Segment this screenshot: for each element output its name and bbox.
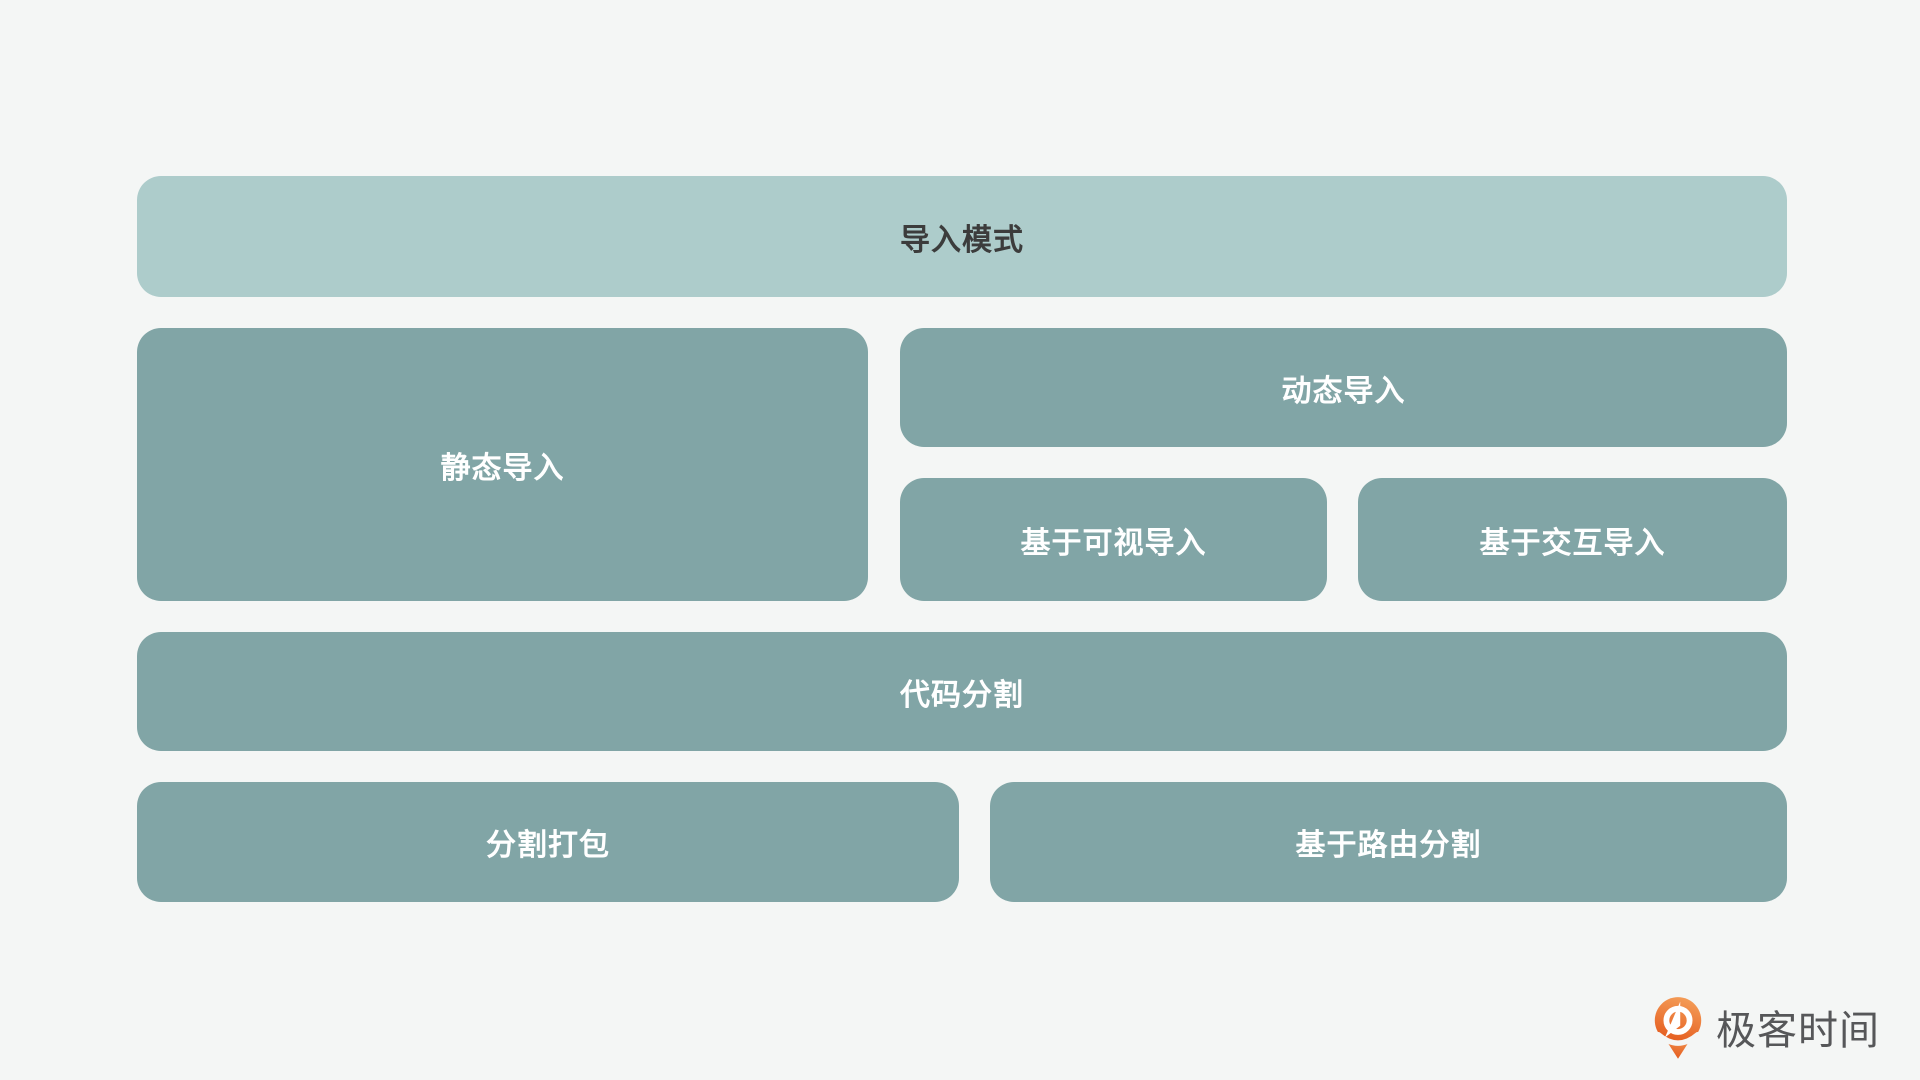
dynamic-import-box: 动态导入 xyxy=(900,328,1787,447)
interaction-based-import-label: 基于交互导入 xyxy=(1479,526,1666,560)
geektime-logo: 极客时间 xyxy=(1653,995,1880,1059)
route-based-splitting-label: 基于路由分割 xyxy=(1295,829,1482,862)
code-splitting-label: 代码分割 xyxy=(900,678,1024,712)
static-import-label: 静态导入 xyxy=(440,451,565,485)
geektime-logo-text: 极客时间 xyxy=(1716,1009,1880,1053)
dynamic-import-subtypes-row: 基于可视导入 基于交互导入 xyxy=(900,478,1787,601)
dynamic-import-column: 动态导入 基于可视导入 基于交互导入 xyxy=(900,328,1787,601)
split-bundling-box: 分割打包 xyxy=(137,782,959,902)
header-box-label: 导入模式 xyxy=(900,223,1024,257)
visibility-based-import-box: 基于可视导入 xyxy=(900,478,1327,601)
import-modes-diagram: 导入模式 静态导入 动态导入 基于可视导入 基于交互导入 代码分割 分割打包 xyxy=(137,176,1787,902)
split-bundling-label: 分割打包 xyxy=(486,829,610,862)
header-box-import-mode: 导入模式 xyxy=(137,176,1787,297)
interaction-based-import-box: 基于交互导入 xyxy=(1358,478,1787,601)
static-import-box: 静态导入 xyxy=(137,328,868,601)
geektime-logo-icon xyxy=(1653,996,1703,1059)
import-types-row: 静态导入 动态导入 基于可视导入 基于交互导入 xyxy=(137,328,1787,601)
route-based-splitting-box: 基于路由分割 xyxy=(990,782,1787,902)
code-splitting-box: 代码分割 xyxy=(137,632,1787,751)
dynamic-import-label: 动态导入 xyxy=(1281,374,1406,408)
splitting-types-row: 分割打包 基于路由分割 xyxy=(137,782,1787,902)
visibility-based-import-label: 基于可视导入 xyxy=(1020,526,1207,560)
